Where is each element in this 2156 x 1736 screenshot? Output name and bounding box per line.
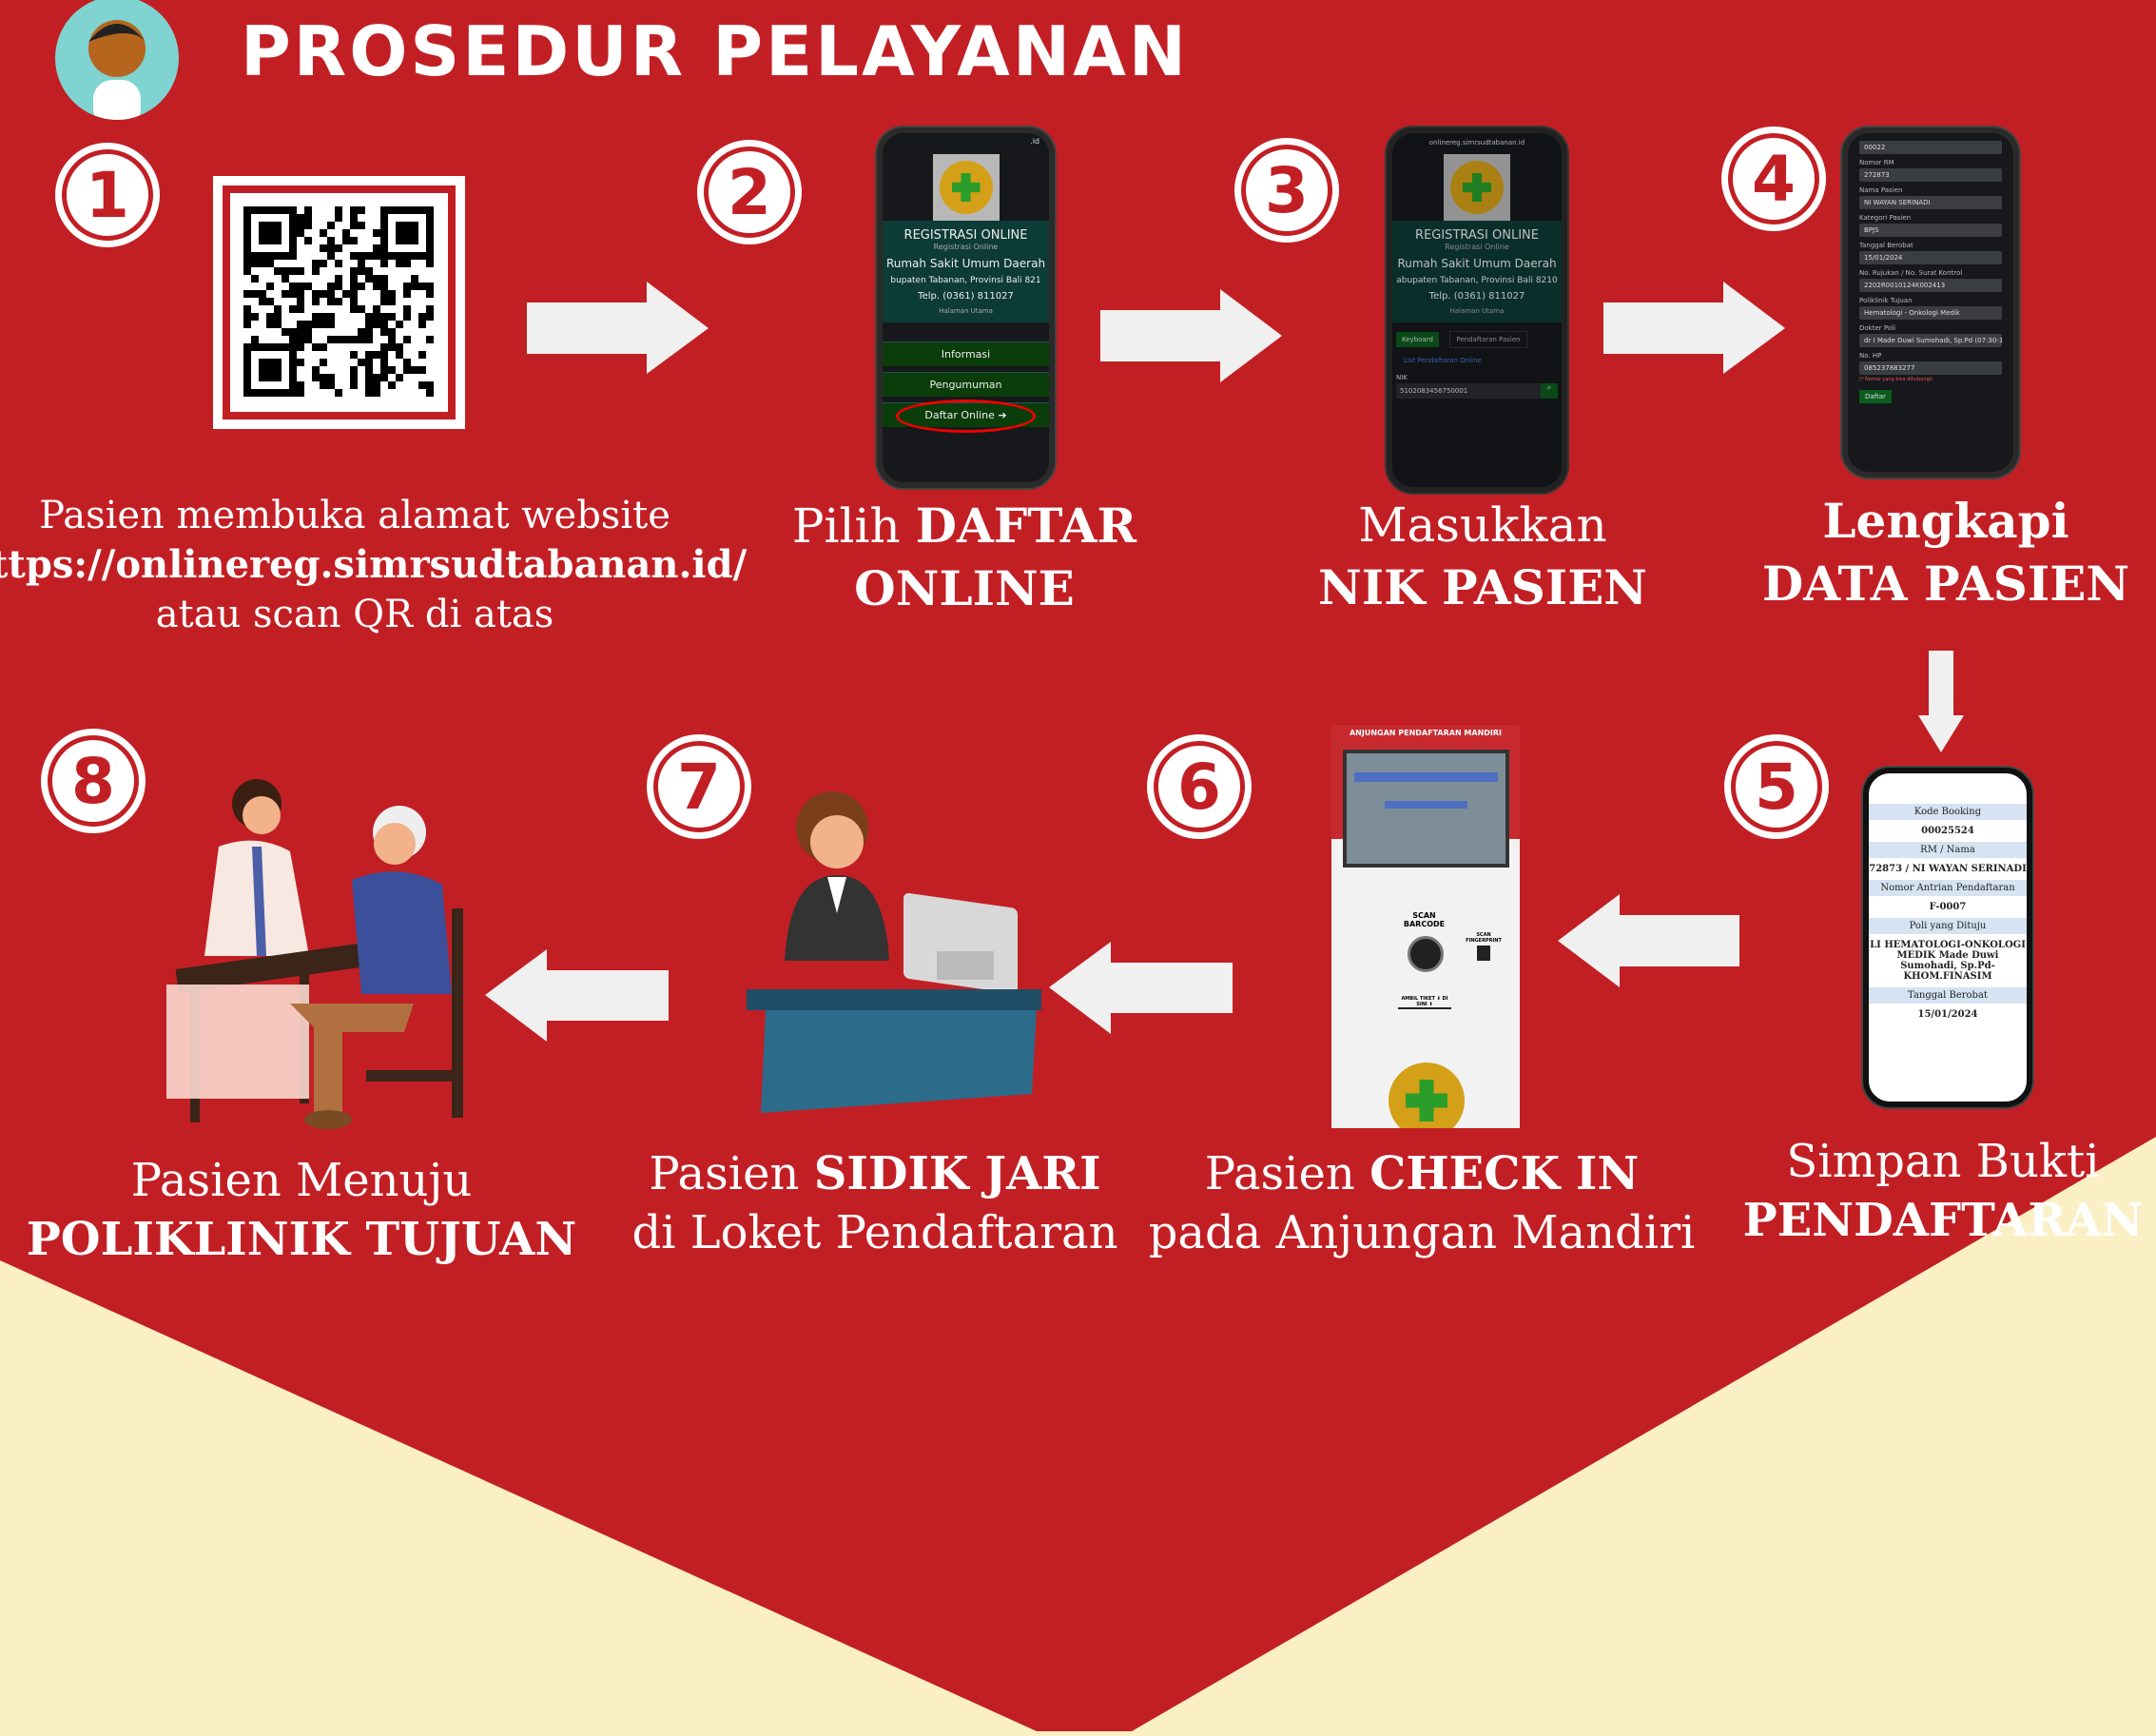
arrow-right-icon (1603, 282, 1785, 374)
kiosk-screen (1343, 750, 1509, 868)
receipt-header: Kode Booking (1869, 804, 2027, 820)
fingerprint-scanner[interactable] (1477, 946, 1490, 961)
receipt-header: RM / Nama (1869, 842, 2027, 858)
arrow-left-icon (1049, 942, 1233, 1034)
field-input[interactable]: 15/01/2024 (1859, 251, 2002, 264)
receipt-value: LI HEMATOLOGI-ONKOLOGI MEDIK Made Duwi S… (1869, 934, 2027, 987)
barcode-scanner[interactable] (1408, 936, 1444, 972)
field-label: Nama Pasien (1859, 186, 1903, 194)
keyboard-button[interactable]: Keyboard (1396, 332, 1439, 347)
daftar-button[interactable]: Daftar (1859, 390, 1892, 403)
receptionist-illustration (747, 791, 1041, 1113)
daftar-online-button[interactable]: Daftar Online ➔ (883, 400, 1049, 433)
field-input[interactable]: Hematologi - Onkologi Medik (1859, 306, 2002, 320)
field-input[interactable]: BPJS (1859, 224, 2002, 237)
step-number-1: 1 (55, 143, 160, 247)
receipt-value: 72873 / NI WAYAN SERINADI (1869, 858, 2027, 880)
hospital-logo (1389, 1063, 1465, 1128)
phone-step3: onlinereg.simrsudtabanan.id REGISTRASI O… (1387, 127, 1567, 493)
field-input[interactable]: 272873 (1859, 168, 2002, 182)
search-icon[interactable]: ⌕ (1541, 383, 1558, 399)
website-link[interactable]: https://onlinereg.simrsudtabanan.id/ (0, 542, 748, 587)
arrow-right-icon (1100, 289, 1282, 382)
tab-pendaftaran[interactable]: Pendaftaran Pasien (1449, 331, 1527, 348)
step-number-2: 2 (697, 140, 802, 244)
step-number-5: 5 (1724, 734, 1829, 839)
page-title: PROSEDUR PELAYANAN (241, 11, 1190, 91)
field-input[interactable]: 085237883277 (1859, 361, 2002, 375)
nik-input[interactable]: 5102083456750001 (1396, 383, 1541, 399)
arrow-left-icon (485, 949, 669, 1042)
qr-code[interactable] (213, 176, 465, 429)
field-label: No. Rujukan / No. Surat Kontrol (1859, 269, 1963, 277)
field-label: Tanggal Berobat (1859, 242, 1913, 249)
step-number-3: 3 (1234, 138, 1339, 243)
receipt-value: F-0007 (1869, 896, 2027, 918)
field-label: Dokter Poli (1859, 324, 1896, 332)
step-number-8: 8 (41, 729, 146, 833)
informasi-button[interactable]: Informasi (883, 341, 1049, 366)
step-number-4: 4 (1721, 127, 1826, 231)
field-input[interactable]: dr I Made Duwi Sumohadi, Sp.Pd (07:30-14 (1859, 334, 2002, 347)
field-input[interactable]: NI WAYAN SERINADI (1859, 196, 2002, 209)
hospital-logo (932, 154, 1000, 221)
step-number-6: 6 (1147, 734, 1252, 839)
receipt-value: 15/01/2024 (1869, 1004, 2027, 1025)
hospital-logo (1444, 154, 1510, 221)
arrow-down-icon (1918, 651, 1964, 752)
arrow-left-icon (1558, 894, 1739, 987)
avatar (55, 0, 179, 120)
doctor-patient-illustration (166, 779, 463, 1129)
field-label: Kategori Pasien (1859, 214, 1912, 222)
step1-caption: Pasien membuka alamat website https://on… (0, 491, 747, 639)
list-link[interactable]: List Pendaftaran Online (1404, 357, 1482, 364)
receipt-header: Tanggal Berobat (1869, 987, 2027, 1004)
step-number-7: 7 (647, 734, 751, 839)
field-label: No. HP (1859, 352, 1882, 360)
arrow-right-icon (527, 282, 709, 374)
receipt-value: 00025524 (1869, 820, 2027, 842)
field-input[interactable]: 2202R0010124K002413 (1859, 279, 2002, 292)
field-label: Poliklinik Tujuan (1859, 297, 1913, 304)
receipt-header: Poli yang Dituju (1869, 918, 2027, 934)
field-label: Nomor RM (1859, 159, 1894, 166)
kiosk: ANJUNGAN PENDAFTARAN MANDIRI SCAN BARCOD… (1331, 725, 1520, 1128)
receipt-header: Nomor Antrian Pendaftaran (1869, 880, 2027, 896)
pengumuman-button[interactable]: Pengumuman (883, 372, 1049, 397)
